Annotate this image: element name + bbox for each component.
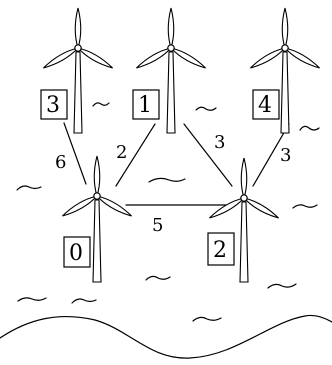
- turbine-label-3: 3: [41, 90, 67, 119]
- turbine-blade: [282, 8, 288, 48]
- turbine-hub: [75, 45, 81, 51]
- turbine-blade: [43, 48, 78, 68]
- turbine-mast: [74, 52, 82, 133]
- turbine-mast: [281, 52, 289, 133]
- edge-weight-0-2: 5: [152, 215, 163, 236]
- edge-weight-4-2: 3: [280, 145, 291, 166]
- turbine-hub: [94, 193, 100, 199]
- turbine-label-1: 1: [133, 90, 159, 119]
- turbine-blade: [250, 48, 285, 68]
- turbine-hub: [241, 195, 247, 201]
- turbine-hub: [168, 45, 174, 51]
- turbine-blade: [136, 48, 171, 68]
- turbine-blade: [62, 196, 97, 216]
- turbine-blade: [209, 198, 244, 218]
- svg-text:0: 0: [69, 241, 83, 266]
- turbine-blade: [97, 196, 132, 216]
- turbine-blade: [94, 156, 100, 196]
- turbine-blade: [75, 8, 81, 48]
- edge-weight-3-0: 6: [55, 152, 66, 173]
- turbine-mast: [240, 202, 248, 282]
- edge-weights: 6 2 3 3 5: [55, 132, 291, 236]
- edge-weight-1-0: 2: [116, 142, 127, 163]
- svg-text:3: 3: [46, 93, 60, 118]
- edge-weight-1-2: 3: [214, 132, 225, 153]
- turbine-blade: [78, 48, 113, 68]
- svg-text:1: 1: [138, 93, 152, 118]
- turbine-blade: [171, 48, 206, 68]
- turbine-mast: [93, 200, 101, 282]
- turbine-label-2: 2: [208, 233, 234, 265]
- turbine-blade: [241, 158, 247, 198]
- turbine-mast: [167, 52, 175, 133]
- turbine-blade: [285, 48, 320, 68]
- turbine-blade: [168, 8, 174, 48]
- turbine-label-0: 0: [64, 237, 90, 267]
- turbine-label-4: 4: [253, 90, 279, 119]
- turbine-hub: [282, 45, 288, 51]
- turbine-blade: [244, 198, 279, 218]
- svg-text:2: 2: [213, 238, 227, 263]
- sea-waves: [0, 103, 332, 358]
- svg-text:4: 4: [258, 93, 272, 118]
